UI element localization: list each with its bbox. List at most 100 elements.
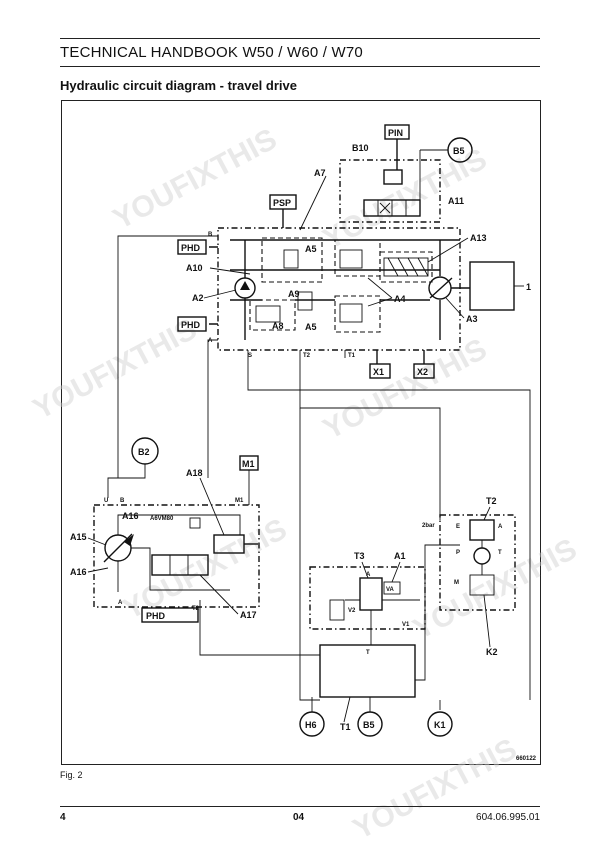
port-t2-label: T2 [303,353,311,359]
valve-b10-body [383,169,403,185]
label-a18: A18 [186,468,203,478]
port-m-label: M [454,580,459,586]
cooler-block: E A P T M 2bar T2 K2 [422,496,516,657]
valve-a5-bottom-body [339,303,363,323]
valve-box-a5-bottom [334,295,381,333]
footer-document-number: 604.06.995.01 [476,812,540,823]
valve-a9-body [297,291,313,311]
port-a-motor-label: A [118,600,123,606]
valve-a7 [283,249,299,269]
circle-m1-label: M1 [242,459,255,469]
port-p-in-label: PIN [388,128,403,138]
port-b-label: B [208,232,213,238]
pump-a2-arrow [240,281,250,290]
port-p-hd-bottom-label: PHD [146,611,166,621]
sensor-a6vm80 [189,517,201,529]
label-a4: A4 [394,294,406,304]
pump-block [217,159,524,351]
circle-h6-label: H6 [305,720,317,730]
filter-element [359,577,383,611]
motor-a15-arrowhead [124,534,134,546]
label-b10: B10 [352,143,369,153]
line-suction [247,350,531,700]
valve-a13-spring [387,257,429,277]
line-t2 [299,350,441,520]
filter-housing [309,566,426,630]
port-x1 [369,363,391,379]
section-title: Hydraulic circuit diagram - travel drive [60,78,297,93]
header-rule-bottom [60,66,540,67]
footer-page-number: 4 [60,812,66,823]
valve-a17-cells [169,555,189,575]
label-2bar: 2bar [422,523,435,529]
svg-text:YOUFIXTHIS: YOUFIXTHIS [108,123,282,237]
port-v1-label: V1 [402,622,410,628]
label-a2: A2 [192,293,204,303]
leader-lines-top [203,175,469,319]
valve-a13-body [383,257,429,277]
header-rule-top [60,38,540,39]
bottom-circle-lines [311,697,371,712]
label-a9: A9 [288,289,300,299]
label-a10: A10 [186,263,203,273]
circle-k1-label: K1 [434,720,446,730]
tank-filter-block: VA V2 V1 A T T3 A1 T1 H6 B5 K1 [299,551,453,737]
port-a-label: A [208,338,213,344]
motor-block: B2 M1 PHD U B A M1 T2 A18 A16 A6VM80 A15… [70,437,260,623]
port-e-label: E [456,524,460,530]
pump-a3-variable-arrow [429,277,453,299]
breather-filter [329,599,345,621]
motor-internal-lines [117,514,241,592]
figure-label: Fig. 2 [60,770,83,780]
line-return [415,544,460,681]
circle-k1 [427,711,453,737]
tank-t1 [319,644,416,698]
port-x1-label: X1 [373,367,384,377]
drawing-number: 660122 [516,756,537,762]
port-u-label: U [104,498,108,504]
label-a13: A13 [470,233,487,243]
port-p-hd-top [177,239,207,255]
pump-internal-lines [230,239,460,340]
label-a6vm80: A6VM80 [150,516,174,522]
label-t3: T3 [354,551,365,561]
engine-box [469,261,515,311]
port-t1-label: T1 [348,353,356,359]
cooler-housing [439,514,516,611]
filter-lines [345,599,420,645]
label-k2: K2 [486,647,498,657]
valve-a8-body [255,305,281,323]
label-a8: A8 [272,321,284,331]
connection-lines [117,235,531,710]
port-connection-lines [209,139,425,364]
line-b-to-motor [117,235,218,478]
cooler-lines [481,506,491,648]
b5-top-line [419,149,448,200]
document-title: TECHNICAL HANDBOOK W50 / W60 / W70 [60,44,363,61]
cooler-pump [473,547,491,565]
port-p-hd-mid [177,316,207,332]
svg-text:YOUFIXTHIS: YOUFIXTHIS [28,313,202,427]
circle-b2-label: B2 [138,447,150,457]
label-t2-cooler: T2 [486,496,497,506]
valve-box-a5-top [334,239,381,277]
port-p-label: P [456,550,460,556]
footer-rule [60,806,540,807]
line-t1 [199,350,346,656]
svg-text:YOUFIXTHIS: YOUFIXTHIS [118,513,292,627]
top-ports: PIN PSP PHD PHD X1 X2 [177,124,435,379]
valve-box-a13 [379,251,433,283]
pump-housing [217,227,461,351]
b2-line [107,464,146,498]
valve-a11-cells [377,200,407,216]
port-b-motor-label: B [120,498,125,504]
label-a15: A15 [70,532,87,542]
line-t2-down [299,408,320,701]
valve-box-a8 [249,299,296,331]
control-housing [339,159,441,223]
indicator-va-label: VA [386,587,395,593]
port-s-label: S [248,353,252,359]
diagram-frame [61,100,541,765]
label-a7: A7 [314,168,326,178]
